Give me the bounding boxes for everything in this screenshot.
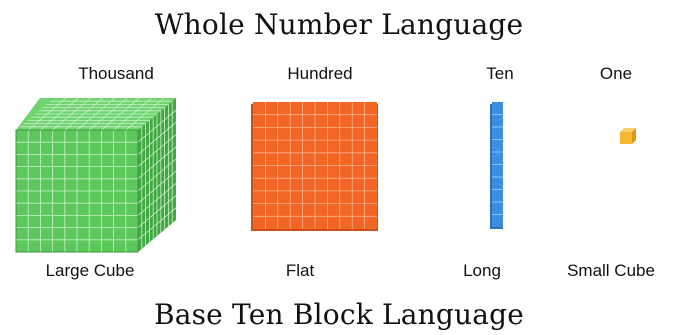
base-ten-block-language-title: Base Ten Block Language (0, 298, 678, 331)
label-small-cube: Small Cube (567, 261, 655, 281)
label-flat: Flat (286, 261, 314, 281)
large-cube-block (16, 98, 176, 252)
long-block (490, 102, 503, 229)
label-long: Long (463, 261, 501, 281)
label-large-cube: Large Cube (46, 261, 135, 281)
small-cube-block (620, 128, 636, 144)
flat-block (251, 102, 378, 231)
